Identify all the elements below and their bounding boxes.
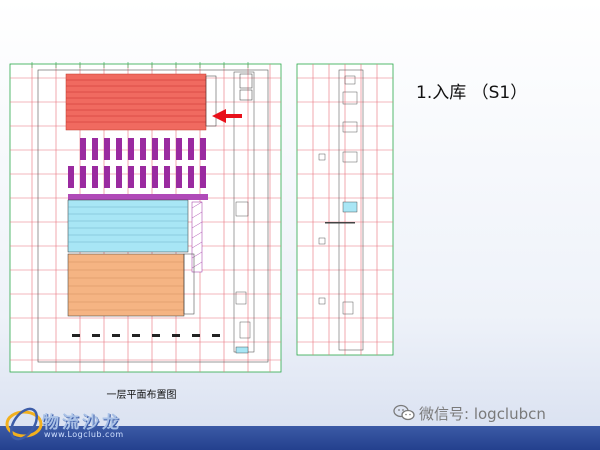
logo-name: 物流沙龙 — [42, 413, 122, 433]
floor-plan-main — [9, 62, 282, 373]
logo-url: www.Logclub.com — [44, 430, 124, 439]
blue-zone — [67, 199, 189, 253]
wechat-watermark: 微信号: logclubcn — [393, 403, 593, 423]
purple-shelving — [68, 138, 206, 188]
red-rack-zone — [65, 73, 207, 131]
plan-caption: 一层平面布置图 — [106, 390, 177, 401]
slide-heading: 1.入库 （S1） — [416, 83, 528, 103]
watermark-text: 微信号: logclubcn — [419, 404, 546, 423]
footer-bar — [0, 426, 600, 450]
logo-icon — [5, 407, 43, 441]
orange-zone — [67, 253, 185, 317]
inbound-arrow-icon — [212, 109, 242, 123]
wechat-icon — [393, 404, 415, 421]
floor-plan-section — [296, 63, 394, 356]
